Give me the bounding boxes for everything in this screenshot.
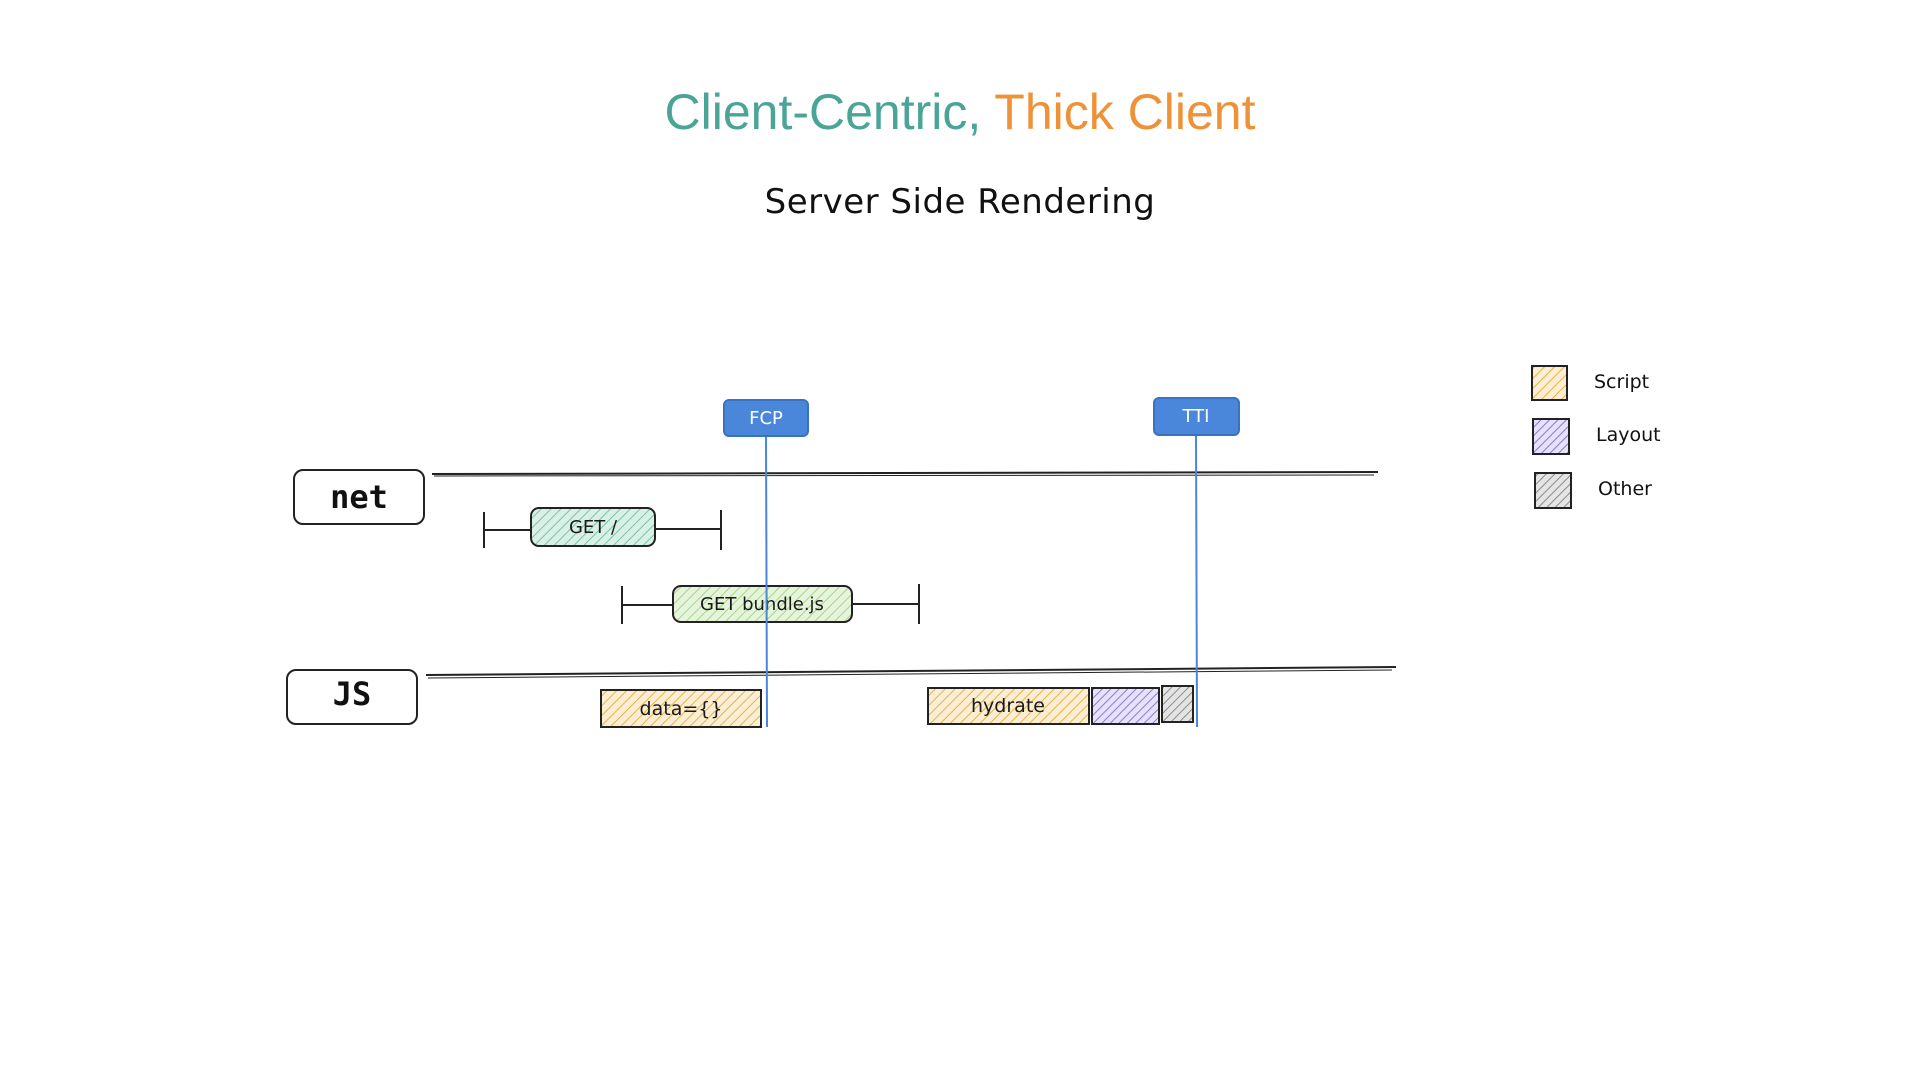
marker-fcp: FCP <box>723 399 809 728</box>
legend-label-script: Script <box>1594 371 1649 393</box>
task-other-block <box>1161 685 1194 723</box>
legend-item-script: Script <box>1531 365 1649 401</box>
net-lane-label: net <box>293 469 425 525</box>
task-hydrate: hydrate <box>927 687 1090 725</box>
request-get-bundle: GET bundle.js <box>621 584 920 624</box>
legend-item-other: Other <box>1534 472 1652 509</box>
task-layout-block <box>1091 687 1160 725</box>
marker-tti: TTI <box>1153 397 1240 728</box>
js-lane-text: JS <box>333 675 372 713</box>
request-get-root: GET / <box>483 507 722 550</box>
request-get-bundle-label: GET bundle.js <box>700 594 824 615</box>
net-lane-line <box>431 471 1379 475</box>
js-lane-line-sketch <box>427 669 1393 679</box>
legend: Script Layout Other <box>1531 365 1661 509</box>
task-data: data={} <box>600 689 762 728</box>
net-lane-text: net <box>330 478 388 516</box>
js-lane-label: JS <box>286 669 418 725</box>
task-data-label: data={} <box>640 698 723 720</box>
js-lane-line <box>425 666 1397 676</box>
marker-fcp-label: FCP <box>749 408 783 429</box>
legend-label-layout: Layout <box>1596 424 1661 446</box>
title-thick-client: Thick Client <box>994 84 1256 140</box>
marker-tti-label: TTI <box>1182 406 1210 427</box>
title-client-centric: Client-Centric, <box>664 84 995 140</box>
diagram-title: Client-Centric, Thick Client <box>0 82 1920 142</box>
legend-label-other: Other <box>1598 478 1652 500</box>
request-get-root-label: GET / <box>569 517 618 538</box>
task-hydrate-label: hydrate <box>971 695 1045 717</box>
diagram-subtitle: Server Side Rendering <box>764 182 1156 222</box>
net-lane-line-sketch <box>433 474 1375 477</box>
legend-item-layout: Layout <box>1532 418 1661 455</box>
